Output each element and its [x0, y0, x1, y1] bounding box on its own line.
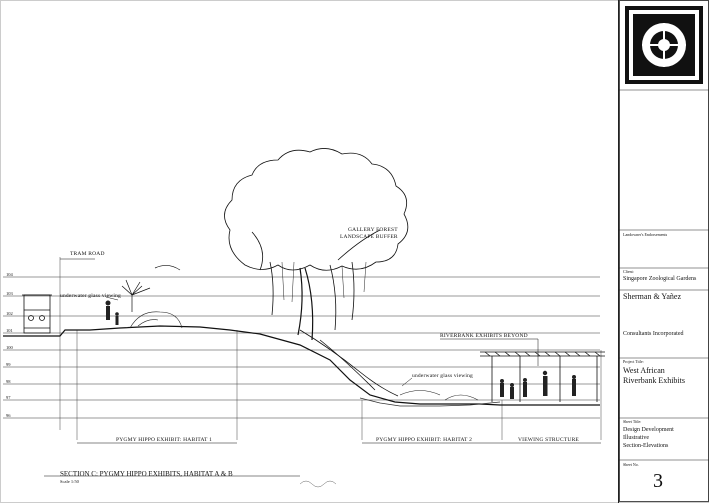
- firm-name-2: Consultants Incorporated: [623, 331, 684, 337]
- elevation-lines: [3, 276, 600, 419]
- viewing-shelter: [480, 351, 605, 402]
- consultants-heading: Landowner's Endorsements: [623, 232, 668, 237]
- label-leaders: [105, 296, 539, 387]
- underwater-viewing-label-1: underwater glass viewing: [60, 293, 122, 299]
- sheet-number: 3: [653, 470, 663, 492]
- sheet-title-line-3: Section-Elevations: [623, 443, 669, 449]
- elevation-label-102: 102: [6, 311, 13, 316]
- rock-outcrop: [129, 311, 479, 401]
- client-heading: Client:: [623, 269, 634, 274]
- riverbank-beyond-label: RIVERBANK EXHIBITS BEYOND: [440, 333, 528, 339]
- water-line: [359, 397, 501, 407]
- underwater-viewing-label-2: underwater glass viewing: [412, 373, 474, 379]
- section-title: SECTION C: PYGMY HIPPO EXHIBITS, HABITAT…: [60, 470, 233, 478]
- firm-name-1: Sherman & Yañez: [623, 292, 681, 301]
- sheet-title-line-2: Illustrative: [623, 435, 649, 441]
- visitor-figures: [105, 300, 576, 399]
- elevation-label-104: 104: [6, 272, 13, 277]
- project-title-line-1: West African: [623, 366, 665, 375]
- elevation-label-101: 101: [6, 328, 13, 333]
- elevation-label-97: 97: [6, 395, 11, 400]
- bottom-lines: [44, 442, 601, 477]
- tram-vehicle: [22, 294, 52, 334]
- sheet-title-heading: Sheet Title:: [623, 419, 642, 424]
- habitat-2-label: PYGMY HIPPO EXHIBIT: HABITAT 2: [376, 437, 473, 443]
- viewing-structure-label: VIEWING STRUCTURE: [518, 437, 579, 443]
- landscape-buffer-label: LANDSCAPE BUFFER: [340, 234, 398, 240]
- gallery-forest-trees: [224, 148, 409, 397]
- exhibit-plant: [121, 265, 181, 312]
- logo-emblem: [625, 6, 703, 84]
- elevation-label-103: 103: [6, 291, 13, 296]
- signature-scribble: [299, 480, 337, 488]
- habitat-1-label: PYGMY HIPPO EXHIBIT: HABITAT 1: [116, 437, 213, 443]
- gallery-forest-label: GALLERY FOREST: [348, 227, 398, 233]
- tram-road-label: TRAM ROAD: [70, 251, 105, 257]
- scale-label: Scale 1:50: [60, 479, 79, 484]
- project-title-line-2: Riverbank Exhibits: [623, 376, 685, 385]
- ground-profile: [3, 325, 600, 406]
- sheet-number-heading: Sheet No.: [623, 462, 639, 467]
- title-block: Landowner's Endorsements Client: Singapo…: [618, 0, 709, 503]
- title-block-frame: [619, 0, 709, 502]
- client-name: Singapore Zoological Gardens: [623, 276, 697, 282]
- extent-lines: [59, 257, 602, 440]
- elevation-label-100: 100: [6, 345, 13, 350]
- sheet-title-line-1: Design Development: [623, 427, 674, 433]
- tree-trunks: [281, 261, 367, 303]
- elevation-label-98: 98: [6, 379, 11, 384]
- project-heading: Project Title:: [623, 359, 644, 364]
- elevation-label-99: 99: [6, 362, 11, 367]
- elevation-label-96: 96: [6, 413, 11, 418]
